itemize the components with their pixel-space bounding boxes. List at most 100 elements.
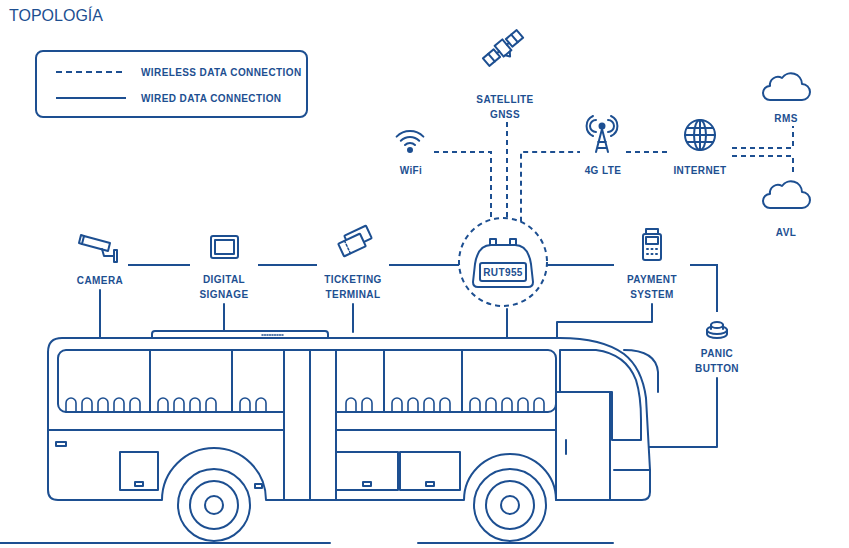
bay-handle bbox=[363, 482, 371, 486]
diagram-title: TOPOLOGÍA bbox=[9, 6, 103, 26]
wifi-node: WiFi bbox=[388, 122, 434, 178]
luggage-bay bbox=[336, 452, 398, 490]
lte-node: 4G LTE bbox=[580, 118, 626, 178]
camera-mount bbox=[114, 250, 117, 262]
screen-frame bbox=[211, 236, 238, 258]
wifi-arc bbox=[405, 143, 415, 145]
cloud-icon bbox=[763, 181, 810, 208]
node-label: TICKETING TERMINAL bbox=[317, 272, 389, 302]
wireless-connection bbox=[732, 156, 793, 176]
legend-swatch bbox=[55, 90, 127, 106]
node-label: PAYMENT SYSTEM bbox=[614, 272, 690, 302]
wired-connection bbox=[690, 265, 717, 312]
window-divider bbox=[383, 350, 385, 412]
wheel-hub bbox=[501, 496, 519, 514]
window-divider bbox=[461, 350, 463, 412]
wifi-arc bbox=[397, 131, 424, 137]
wired-connection bbox=[389, 264, 459, 266]
node-label: SATELLITE GNSS bbox=[468, 92, 542, 122]
node-label: 4G LTE bbox=[580, 163, 626, 178]
tower-mast bbox=[596, 129, 608, 152]
leader-line bbox=[99, 290, 101, 338]
door-handle bbox=[565, 440, 567, 454]
signal-arcs bbox=[587, 116, 596, 136]
satellite-node: SATELLITE GNSS bbox=[468, 22, 542, 122]
camera-lens bbox=[79, 235, 84, 244]
internet-node: INTERNET bbox=[668, 118, 732, 178]
bus-body bbox=[48, 338, 650, 500]
node-label: PANIC BUTTON bbox=[688, 346, 746, 376]
leader-line bbox=[506, 309, 508, 338]
node-label: INTERNET bbox=[668, 163, 732, 178]
ground-line bbox=[418, 542, 613, 544]
wifi-icon bbox=[397, 131, 424, 152]
panic-button-node: PANIC BUTTON bbox=[688, 312, 746, 376]
cloud-icon bbox=[763, 73, 810, 100]
window-divider bbox=[231, 350, 233, 412]
signage-icon bbox=[211, 236, 238, 258]
cloud-node: AVL bbox=[760, 176, 812, 240]
node-label: CAMERA bbox=[72, 273, 128, 288]
legend-line-sample bbox=[56, 97, 126, 99]
screen-inner bbox=[215, 240, 234, 254]
body-line bbox=[48, 429, 284, 431]
wireless-connection bbox=[506, 122, 508, 218]
wheel-hub bbox=[205, 496, 223, 514]
wireless-connection bbox=[521, 152, 580, 222]
wifi-dot bbox=[408, 148, 412, 152]
wireless-connection bbox=[434, 152, 491, 220]
legend-row: WIRELESS DATA CONNECTION bbox=[55, 64, 302, 80]
globe-lines bbox=[685, 120, 715, 150]
window-divider bbox=[149, 350, 151, 412]
satellite-icon bbox=[482, 28, 527, 70]
wheel-rim bbox=[190, 481, 238, 529]
node-label: WiFi bbox=[388, 163, 434, 178]
wired-connection bbox=[258, 264, 317, 266]
tower-icon bbox=[587, 116, 618, 152]
terminal-screen bbox=[646, 237, 658, 244]
rear-light bbox=[56, 442, 66, 446]
camera-body bbox=[82, 236, 110, 251]
signal-arcs bbox=[608, 116, 617, 136]
wheel bbox=[178, 469, 250, 541]
panic-button-icon bbox=[707, 322, 727, 338]
door-split bbox=[309, 350, 311, 500]
satellite-dish bbox=[505, 51, 512, 58]
front-door bbox=[556, 392, 610, 500]
bus-illustration bbox=[0, 290, 717, 543]
bay-handle bbox=[135, 482, 143, 486]
button-cap bbox=[711, 322, 723, 328]
ticket-icon bbox=[338, 226, 372, 257]
camera-arm bbox=[102, 249, 114, 256]
router-outline bbox=[458, 217, 548, 307]
payment-icon bbox=[643, 229, 661, 260]
leader-line bbox=[557, 304, 652, 340]
wireless-connection bbox=[732, 126, 793, 148]
node-label: RUT955 bbox=[458, 265, 548, 280]
cloud-node: RMS bbox=[760, 68, 812, 126]
device-body bbox=[473, 245, 533, 287]
tower-top bbox=[600, 124, 605, 129]
luggage-bay bbox=[400, 452, 460, 490]
panel-lines bbox=[488, 35, 517, 62]
signage-node: DIGITAL SIGNAGE bbox=[190, 228, 258, 302]
ground-line bbox=[0, 542, 330, 544]
router-node: RUT955 bbox=[458, 217, 548, 307]
bay-handle bbox=[426, 482, 434, 486]
bumper-line bbox=[614, 469, 650, 471]
globe-icon bbox=[685, 120, 715, 150]
terminal-keys bbox=[647, 249, 657, 254]
ticket-perforation bbox=[345, 241, 351, 254]
globe-outline bbox=[685, 120, 715, 150]
bay-handle bbox=[255, 484, 262, 488]
ticket-front bbox=[338, 234, 366, 257]
node-label: AVL bbox=[760, 225, 812, 240]
node-label: RMS bbox=[760, 111, 812, 126]
wheel-rim bbox=[486, 481, 534, 529]
leader-line bbox=[352, 304, 354, 332]
icons bbox=[79, 28, 810, 338]
dashed-circle bbox=[459, 218, 547, 306]
camera-icon bbox=[79, 235, 117, 262]
